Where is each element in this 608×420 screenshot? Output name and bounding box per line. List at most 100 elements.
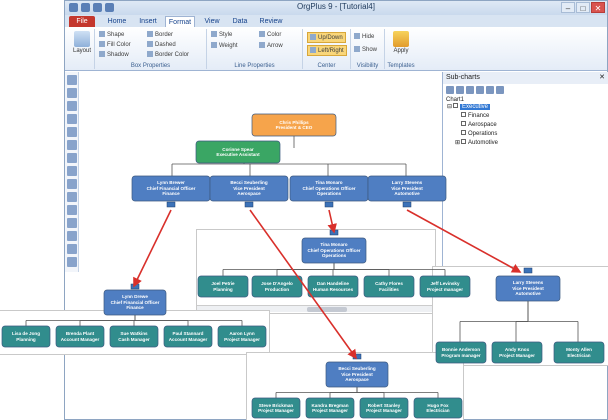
ribbon-tabs: File Home Insert Format View Data Review xyxy=(65,15,607,27)
box-text-line: Andy Knox xyxy=(504,347,530,353)
box-text-line: Robert Stanley xyxy=(367,402,401,408)
box-text-line: Hugo Fox xyxy=(427,402,449,408)
tab-view[interactable]: View xyxy=(204,18,220,25)
line-weight-button[interactable]: Weight xyxy=(211,42,238,49)
visibility-label: Visibility xyxy=(356,63,379,69)
box-text-line: Aerospace xyxy=(345,377,369,383)
layout-button[interactable]: Layout xyxy=(71,31,93,54)
pen-tool-icon[interactable] xyxy=(67,218,77,228)
subcharts-header: Sub-charts ✕ xyxy=(443,72,608,84)
box-text-line: Project manager xyxy=(427,286,463,292)
box-text-line: Production xyxy=(264,286,290,292)
center-left-right-button[interactable]: Left/Right xyxy=(307,45,347,56)
close-button[interactable]: ✕ xyxy=(591,2,605,13)
subordinate-tool-icon[interactable] xyxy=(67,166,77,176)
checkbox[interactable] xyxy=(461,130,466,135)
tree-node-aerospace[interactable]: Aerospace xyxy=(461,121,608,130)
pan-tool-icon[interactable] xyxy=(67,140,77,150)
box-tool-icon[interactable] xyxy=(67,153,77,163)
shadow-button[interactable]: Shadow xyxy=(99,51,129,58)
box-text-line: Vice President xyxy=(391,185,423,191)
save-icon[interactable] xyxy=(81,3,90,12)
box-text-line: Aaron Lynn xyxy=(229,331,255,337)
box-text-line: Project Manager xyxy=(366,408,402,413)
box-text-line: Account Manager xyxy=(60,336,100,342)
tab-insert[interactable]: Insert xyxy=(139,18,157,25)
tree-node-executive[interactable]: ⊟Executive xyxy=(447,103,491,110)
dashed-button[interactable]: Dashed xyxy=(147,41,176,48)
move-tool-icon[interactable] xyxy=(67,101,77,111)
line-color-button[interactable]: Color xyxy=(259,31,281,38)
box-text-line: Jeff Levinsky xyxy=(430,281,460,287)
redo-icon[interactable] xyxy=(105,3,114,12)
box-text-line: Monty Allen xyxy=(566,347,592,353)
fill-color-button[interactable]: Fill Color xyxy=(99,41,131,48)
line-arrow-button[interactable]: Arrow xyxy=(259,42,283,49)
line-tool-icon[interactable] xyxy=(67,231,77,241)
copy-icon[interactable] xyxy=(476,86,484,94)
box-text-line: Electrician xyxy=(567,352,591,358)
left-right-icon xyxy=(310,47,316,53)
checkbox[interactable] xyxy=(461,139,466,144)
assistant-tool-icon[interactable] xyxy=(67,179,77,189)
undo-icon[interactable] xyxy=(93,3,102,12)
tab-data[interactable]: Data xyxy=(232,18,248,25)
shadow-icon xyxy=(99,51,105,57)
hide-button[interactable]: Hide xyxy=(354,33,374,40)
tab-home[interactable]: Home xyxy=(107,18,127,25)
show-button[interactable]: Show xyxy=(354,46,377,53)
print-icon[interactable] xyxy=(496,86,504,94)
rectangle-tool-icon[interactable] xyxy=(67,257,77,267)
show-icon xyxy=(354,46,360,52)
checkbox[interactable] xyxy=(453,103,458,108)
box-text-line: Corinne Spear xyxy=(222,146,254,152)
ribbon: Layout Shape Fill Color Shadow Border Da… xyxy=(65,27,607,71)
templates-label: Templates xyxy=(387,63,415,69)
tab-review[interactable]: Review xyxy=(259,18,283,25)
uncheck-icon[interactable] xyxy=(456,86,464,94)
tab-file[interactable]: File xyxy=(69,16,95,27)
paste-icon[interactable] xyxy=(486,86,494,94)
line-properties-group: Style Weight Color Arrow Line Properties xyxy=(207,29,303,69)
zoom-tool-icon[interactable] xyxy=(67,127,77,137)
scrollbar-thumb[interactable] xyxy=(307,307,347,312)
box-text-line: Dan Handeline xyxy=(317,281,349,287)
center-up-down-button[interactable]: Up/Down xyxy=(307,32,346,43)
box-text-line: Lynn Drewe xyxy=(122,294,148,300)
select-tool-icon[interactable] xyxy=(67,88,77,98)
apply-template-button[interactable]: Apply xyxy=(391,31,411,54)
delete-icon[interactable] xyxy=(466,86,474,94)
border-color-button[interactable]: Border Color xyxy=(147,51,189,58)
pointer-tool-icon[interactable] xyxy=(67,75,77,85)
maximize-button[interactable]: □ xyxy=(576,2,590,13)
checkbox[interactable] xyxy=(461,112,466,117)
box-text-line: Kandra Bregman xyxy=(311,402,349,408)
border-button[interactable]: Border xyxy=(147,31,173,38)
coworker-tool-icon[interactable] xyxy=(67,192,77,202)
check-icon[interactable] xyxy=(446,86,454,94)
connector-tool-icon[interactable] xyxy=(67,244,77,254)
box-text-line: Finance xyxy=(162,191,180,197)
checkbox[interactable] xyxy=(461,121,466,126)
subcharts-close-button[interactable]: ✕ xyxy=(599,74,605,81)
minimize-button[interactable]: – xyxy=(561,2,575,13)
tree-node-finance[interactable]: Finance xyxy=(461,112,608,121)
box-text-line: President & CEO xyxy=(275,125,313,130)
tab-format[interactable]: Format xyxy=(165,16,195,27)
quick-access-toolbar xyxy=(69,3,114,12)
link-tool-icon[interactable] xyxy=(67,114,77,124)
shape-button[interactable]: Shape xyxy=(99,31,124,38)
manager-tool-icon[interactable] xyxy=(67,205,77,215)
line-style-button[interactable]: Style xyxy=(211,31,232,38)
tree-node-operations[interactable]: Operations xyxy=(461,130,608,139)
tree-node-automotive[interactable]: ⊞Automotive xyxy=(455,139,499,146)
line-arrow-icon xyxy=(259,42,265,48)
